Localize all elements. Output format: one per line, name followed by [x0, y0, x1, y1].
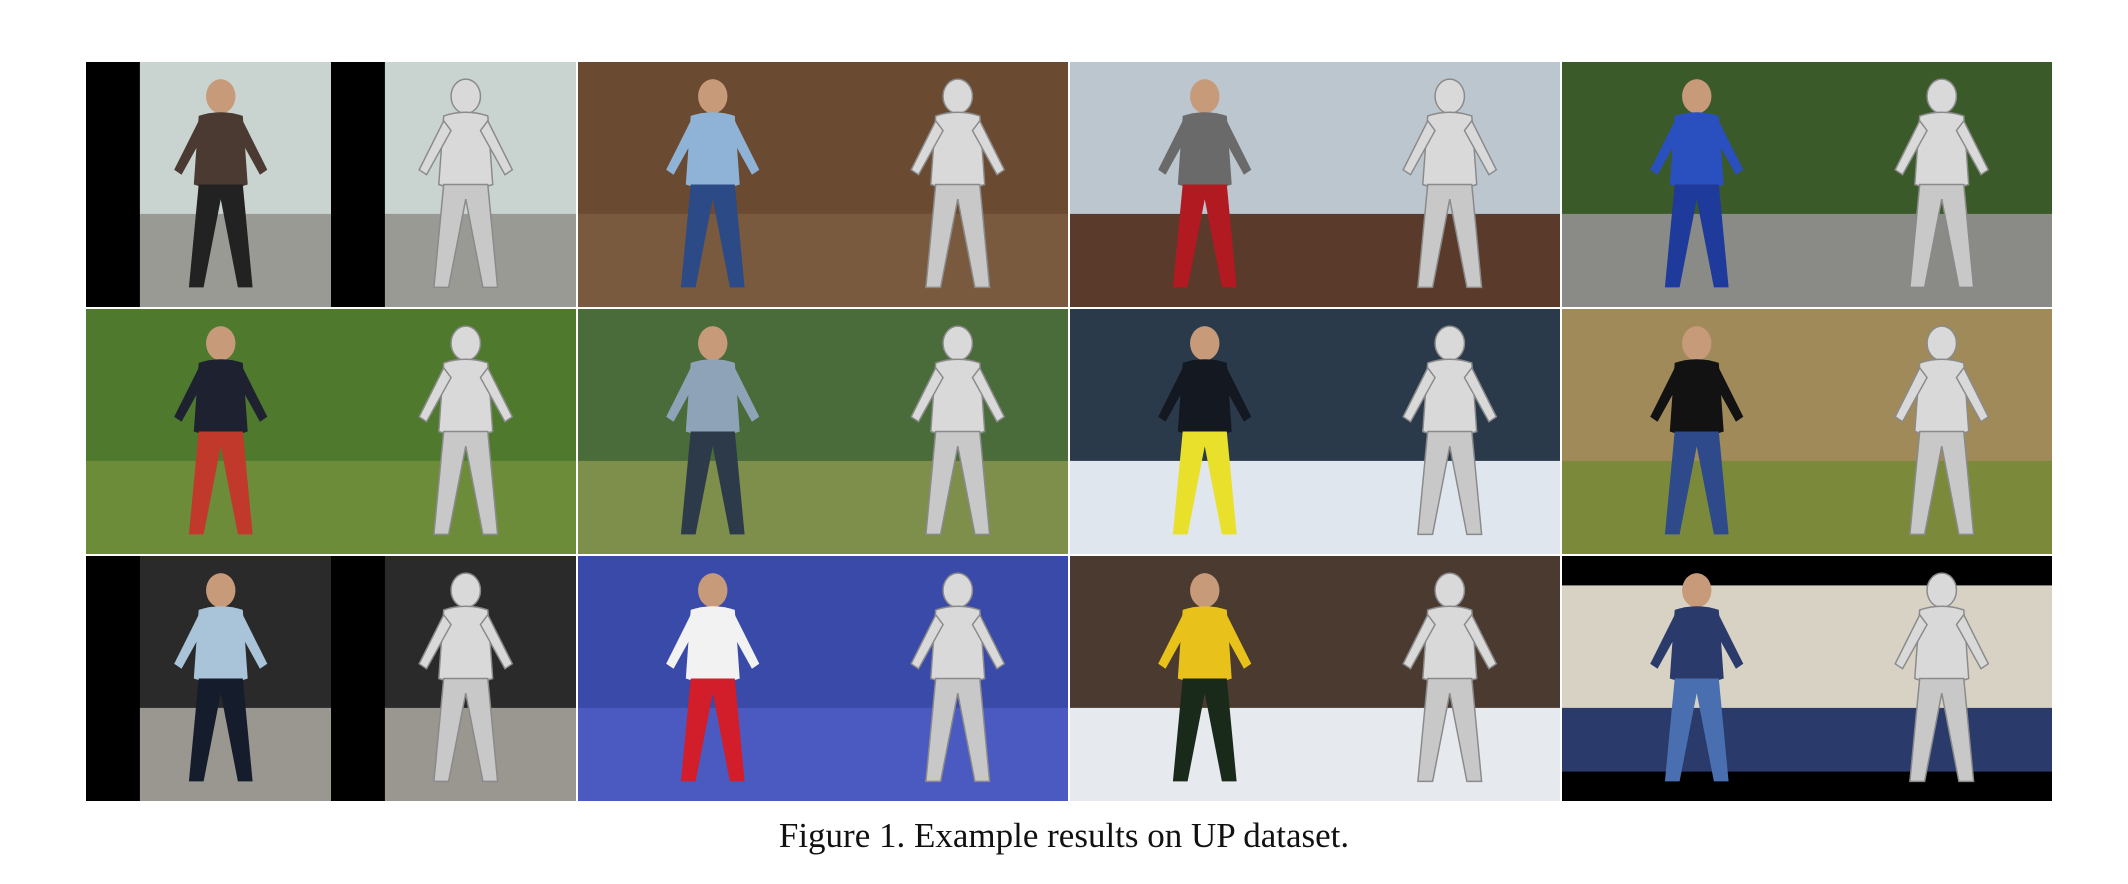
input-photo: [1562, 309, 1807, 554]
mesh-overlay: [331, 309, 576, 554]
input-photo: [578, 309, 823, 554]
mesh-overlay: [1315, 309, 1560, 554]
mesh-overlay: [331, 556, 576, 801]
result-pair-dirt-bike-hill: [1562, 309, 2052, 554]
mesh-overlay: [331, 62, 576, 307]
mesh-overlay: [1807, 556, 2052, 801]
input-photo: [1070, 62, 1315, 307]
results-figure: [86, 62, 2052, 801]
mesh-overlay: [1315, 556, 1560, 801]
mesh-overlay: [1315, 62, 1560, 307]
result-pair-soccer-field: [578, 62, 1068, 307]
input-photo: [86, 62, 331, 307]
result-pair-gym-jump: [1562, 556, 2052, 801]
input-photo: [578, 556, 823, 801]
mesh-overlay: [1807, 62, 2052, 307]
result-pair-garden-chainsaw: [86, 309, 576, 554]
input-photo: [86, 556, 331, 801]
input-photo: [1070, 556, 1315, 801]
input-photo: [1070, 309, 1315, 554]
result-pair-snow-yard: [1070, 309, 1560, 554]
mesh-overlay: [823, 556, 1068, 801]
input-photo: [1562, 62, 1807, 307]
input-photo: [86, 309, 331, 554]
result-pair-indoor-court: [578, 556, 1068, 801]
result-pair-forest-path: [1562, 62, 2052, 307]
input-photo: [578, 62, 823, 307]
mesh-overlay: [823, 62, 1068, 307]
input-photo: [1562, 556, 1807, 801]
mesh-overlay: [823, 309, 1068, 554]
mesh-overlay: [1807, 309, 2052, 554]
figure-caption: Figure 1. Example results on UP dataset.: [778, 816, 1350, 855]
result-pair-motocross: [1070, 62, 1560, 307]
result-pair-park-lawn: [578, 309, 1068, 554]
result-pair-corridor: [86, 556, 576, 801]
result-pair-ski-trail: [1070, 556, 1560, 801]
result-pair-sidewalk: [86, 62, 576, 307]
